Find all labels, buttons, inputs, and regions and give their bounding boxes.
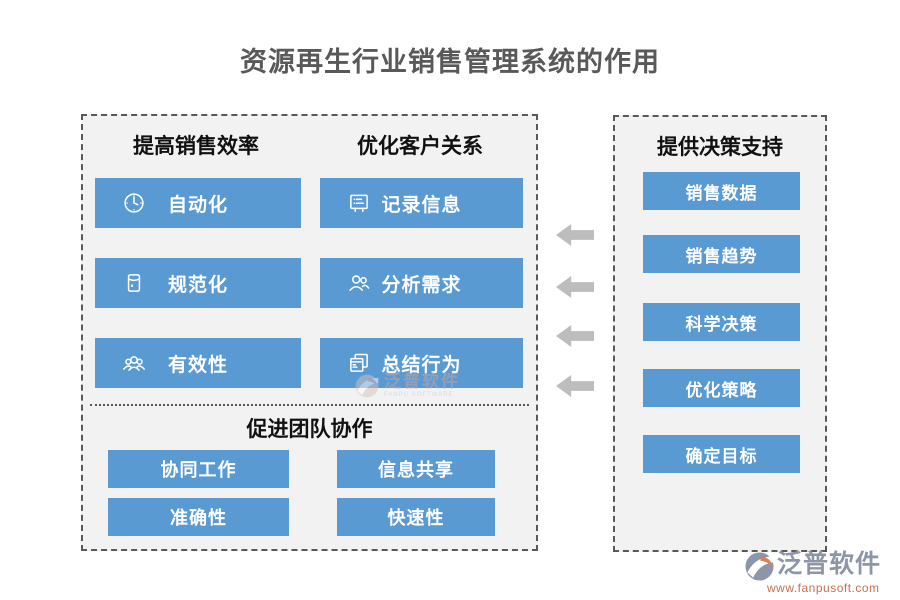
box-label: 科学决策 [685, 314, 758, 334]
section-header-sales-efficiency: 提高销售效率 [133, 135, 259, 158]
box-optimize-strategy: 优化策略 [643, 369, 800, 407]
box-label: 销售数据 [685, 183, 758, 203]
page-title: 资源再生行业销售管理系统的作用 [240, 47, 660, 77]
box-label: 规范化 [167, 274, 228, 296]
stacked-docs-icon [346, 350, 372, 376]
section-header-team-collaboration: 促进团队协作 [246, 418, 373, 441]
box-label: 优化策略 [685, 380, 758, 400]
box-label: 快速性 [387, 508, 445, 528]
box-scientific-decision: 科学决策 [643, 303, 800, 341]
dotted-divider [90, 404, 529, 406]
left-panel: 提高销售效率 优化客户关系 自动化 规范化 [81, 114, 538, 551]
box-sales-trends: 销售趋势 [643, 235, 800, 273]
section-header-decision-support: 提供决策支持 [657, 136, 783, 159]
box-label: 自动化 [167, 194, 228, 216]
box-label: 记录信息 [381, 194, 462, 216]
form-list-icon [346, 190, 372, 216]
box-label: 准确性 [170, 508, 227, 528]
box-record-info: 记录信息 [320, 178, 523, 228]
box-label: 总结行为 [381, 354, 462, 376]
box-speed: 快速性 [337, 498, 495, 536]
box-effectiveness: 有效性 [95, 338, 301, 388]
section-header-customer-relations: 优化客户关系 [357, 135, 483, 158]
box-label: 有效性 [167, 354, 228, 376]
box-label: 确定目标 [685, 446, 758, 466]
box-sales-data: 销售数据 [643, 172, 800, 210]
left-arrow [556, 325, 594, 347]
box-label: 销售趋势 [685, 246, 758, 266]
watermark-subtext: FANPU SOFTWARE [384, 392, 454, 398]
box-summarize-behavior: 总结行为 [320, 338, 523, 388]
box-label: 协同工作 [160, 460, 237, 480]
box-label: 分析需求 [381, 274, 462, 296]
left-arrow [556, 224, 594, 246]
people-group-icon [121, 350, 147, 376]
fanpu-logo-icon [744, 551, 775, 582]
fanpu-brand: 泛普软件 www.fanpusoft.com [744, 550, 896, 595]
box-info-sharing: 信息共享 [337, 450, 495, 488]
box-accuracy: 准确性 [108, 498, 289, 536]
left-arrow [556, 276, 594, 298]
brand-url: www.fanpusoft.com [767, 581, 880, 595]
two-users-icon [346, 270, 372, 296]
box-set-goals: 确定目标 [643, 435, 800, 473]
right-panel: 提供决策支持 销售数据 销售趋势 科学决策 优化策略 确定目标 [613, 115, 827, 552]
left-arrow [556, 375, 594, 397]
box-analyze-needs: 分析需求 [320, 258, 523, 308]
envelope-icon [121, 270, 147, 296]
box-standardization: 规范化 [95, 258, 301, 308]
clock-icon [121, 190, 147, 216]
box-automation: 自动化 [95, 178, 301, 228]
box-label: 信息共享 [378, 460, 454, 480]
brand-name: 泛普软件 [777, 550, 882, 578]
box-collaborative-work: 协同工作 [108, 450, 289, 488]
